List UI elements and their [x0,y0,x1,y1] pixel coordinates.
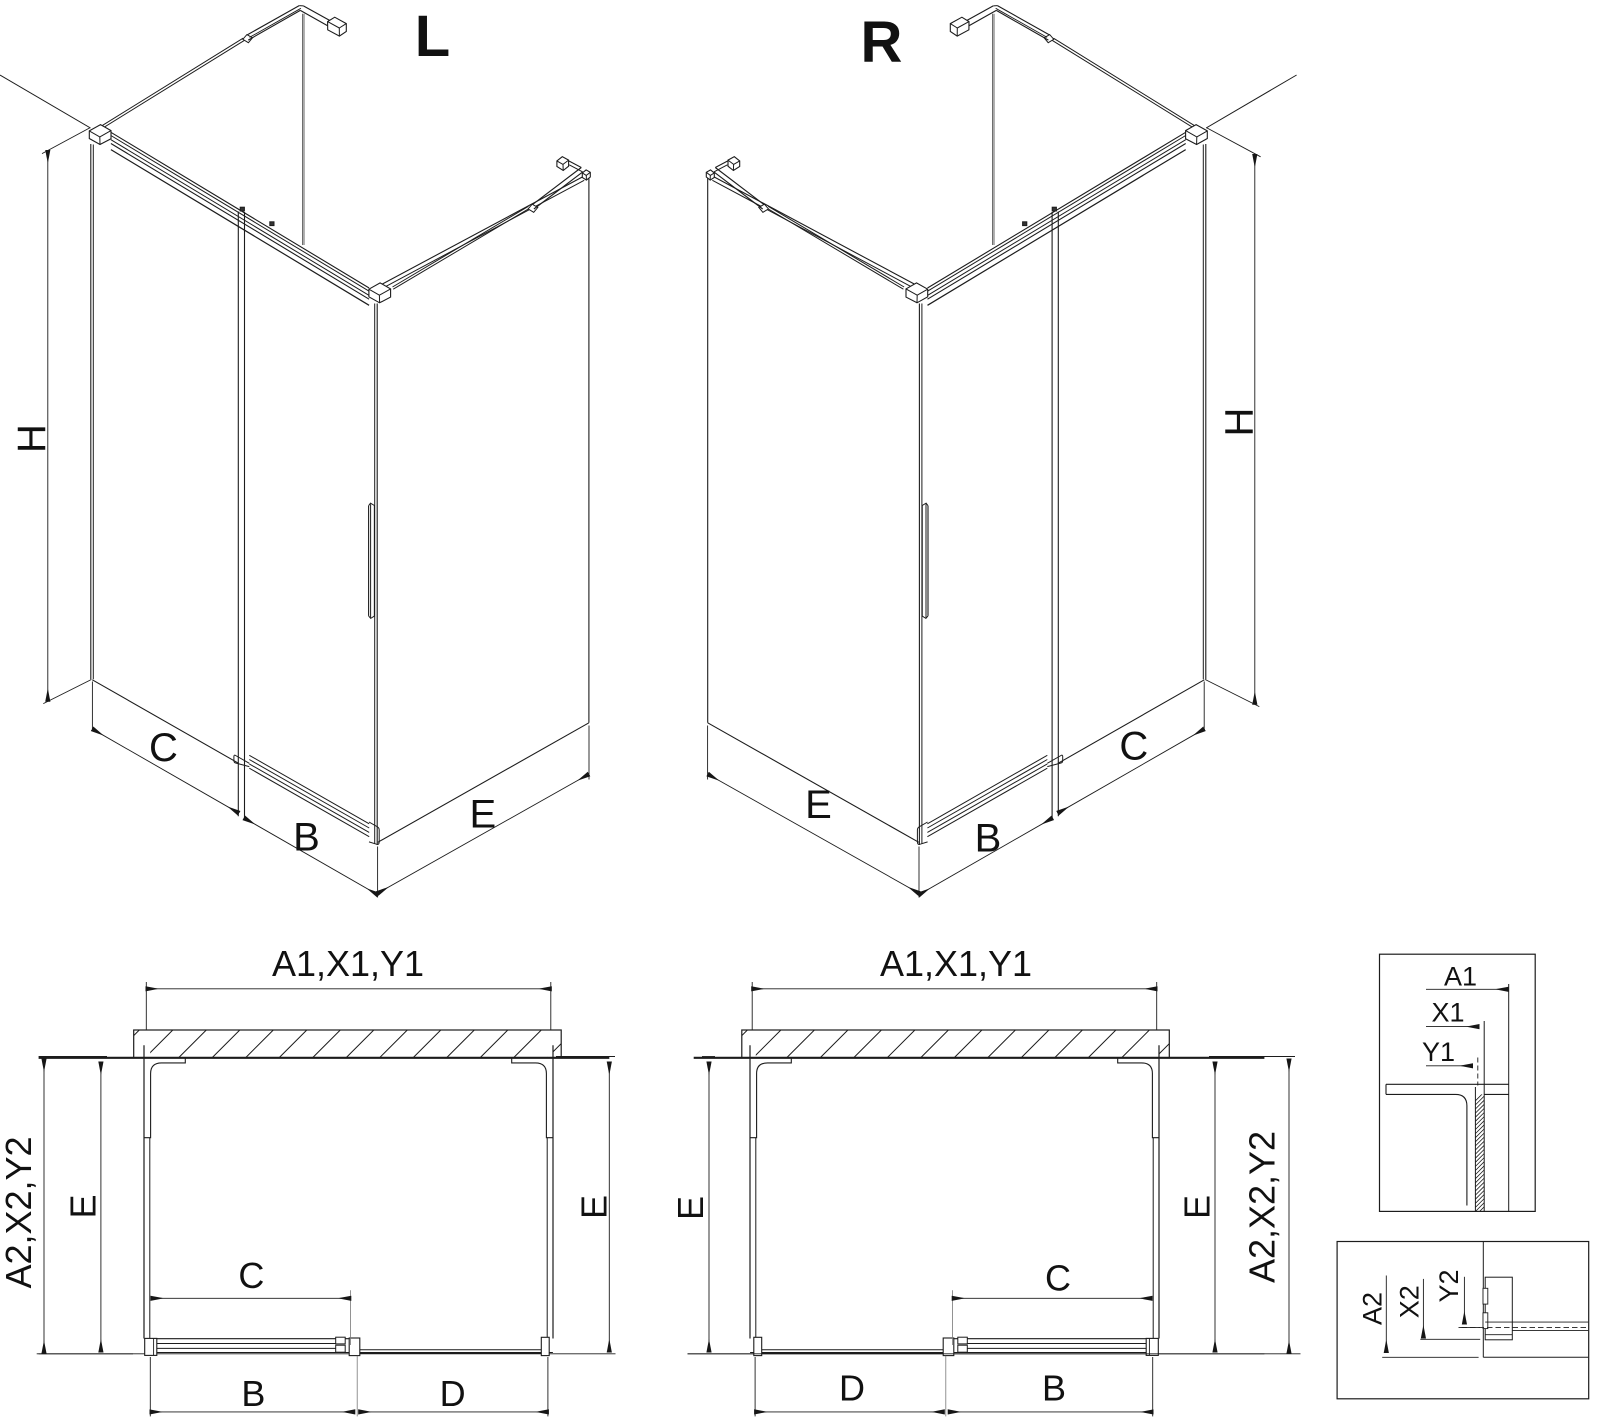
svg-text:B: B [1042,1368,1066,1409]
svg-text:B: B [293,816,320,860]
svg-text:A1: A1 [1444,962,1477,992]
svg-text:D: D [839,1368,865,1409]
svg-text:C: C [1119,725,1148,769]
svg-text:Y2: Y2 [1434,1269,1464,1302]
svg-text:C: C [1045,1258,1071,1299]
svg-text:D: D [440,1373,466,1414]
svg-text:A2: A2 [1358,1292,1388,1325]
svg-text:H: H [10,424,54,453]
svg-text:A1,X1,Y1: A1,X1,Y1 [272,943,424,984]
svg-text:L: L [415,4,450,69]
svg-text:B: B [975,817,1002,861]
svg-text:E: E [670,1196,711,1220]
svg-text:Y1: Y1 [1422,1037,1455,1067]
svg-text:A2,X2,Y2: A2,X2,Y2 [1242,1131,1283,1283]
svg-text:E: E [574,1195,615,1219]
svg-text:X1: X1 [1431,998,1464,1028]
svg-text:C: C [238,1255,264,1296]
svg-text:E: E [805,783,832,827]
svg-text:B: B [241,1373,265,1414]
svg-text:E: E [470,793,497,837]
svg-text:A2,X2,Y2: A2,X2,Y2 [0,1136,39,1288]
svg-text:R: R [861,10,903,75]
svg-text:E: E [63,1194,104,1218]
svg-text:C: C [149,726,178,770]
svg-text:X2: X2 [1395,1285,1425,1318]
svg-text:H: H [1218,408,1262,437]
svg-text:A1,X1,Y1: A1,X1,Y1 [880,943,1032,984]
svg-text:E: E [1177,1195,1218,1219]
